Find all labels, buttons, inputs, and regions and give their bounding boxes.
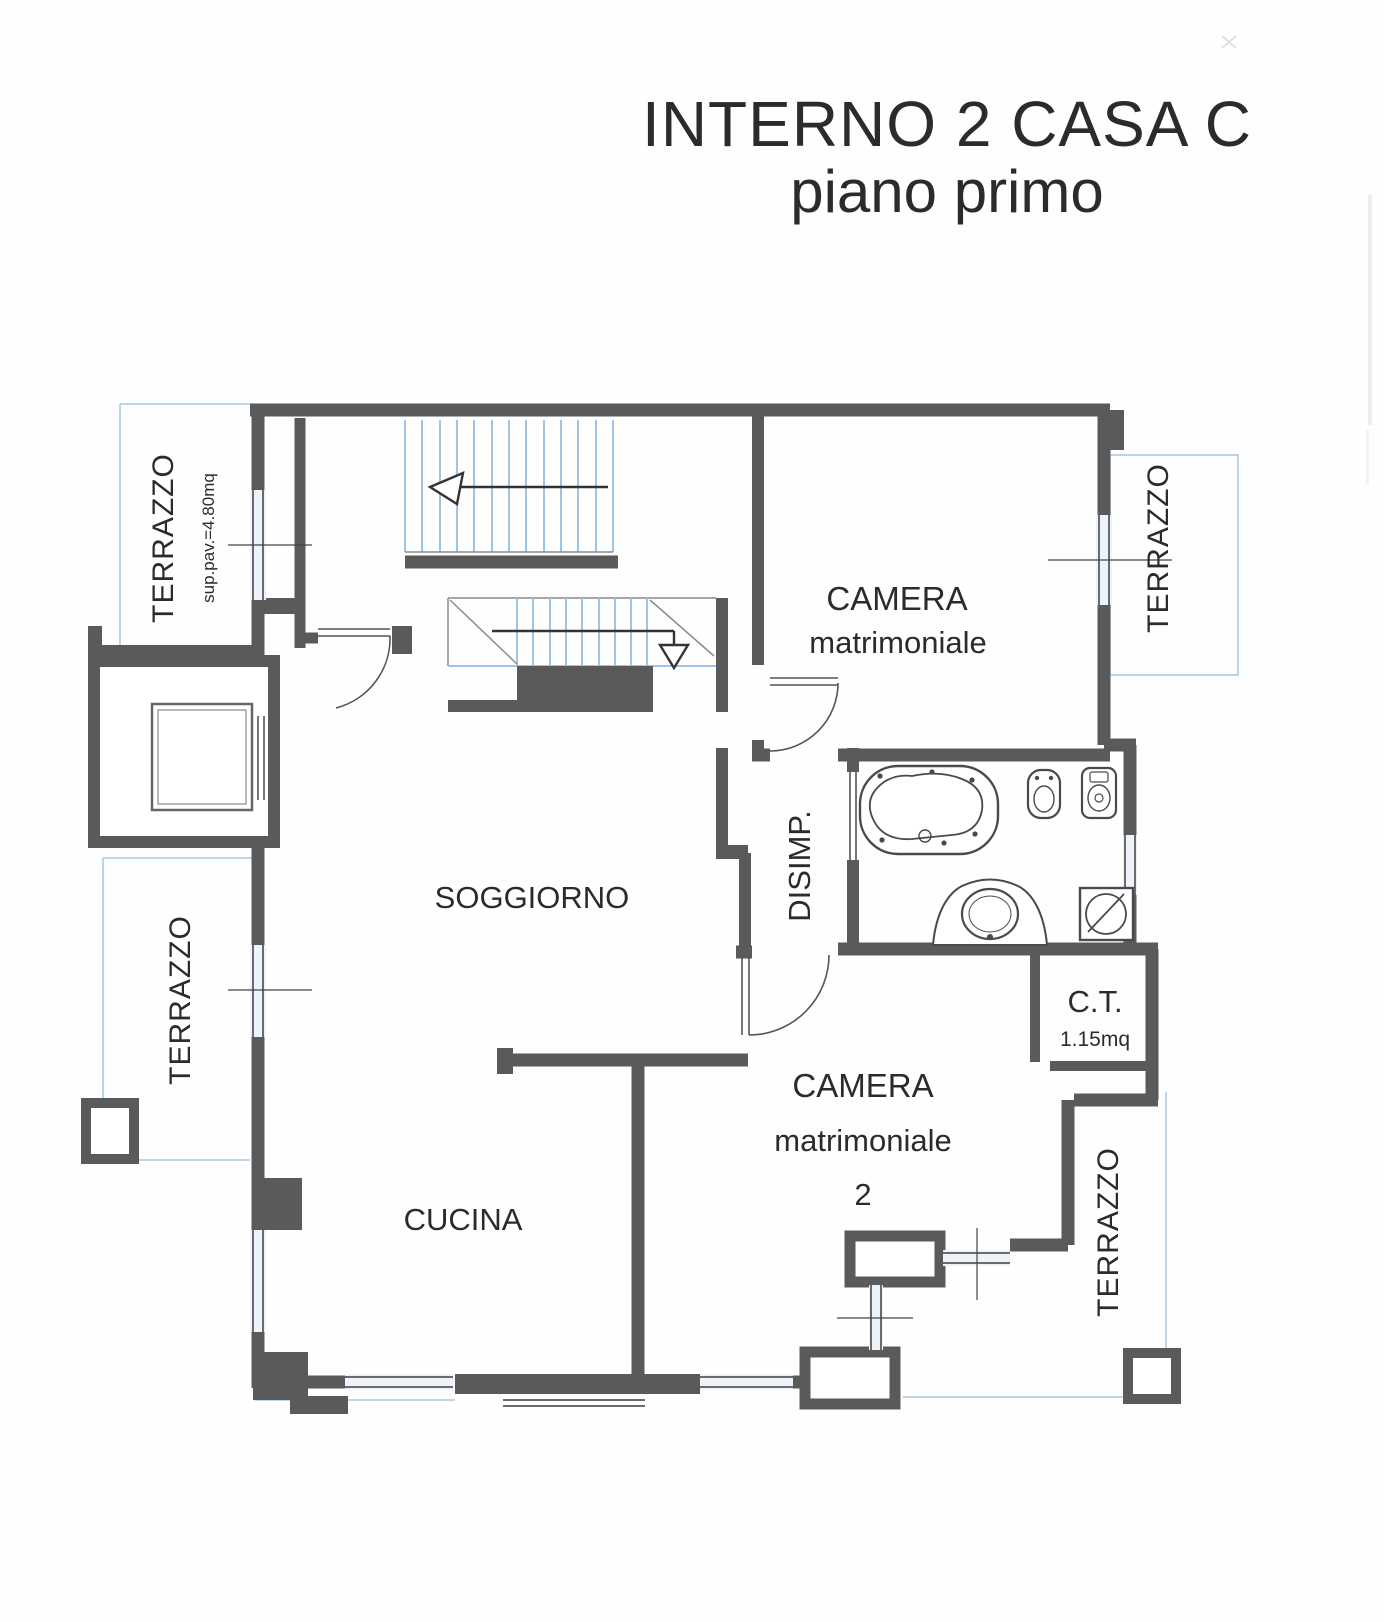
elevator-cabin-outer: [150, 702, 254, 812]
room-labels: SOGGIORNO CUCINA CAMERA matrimoniale CAM…: [147, 453, 1175, 1317]
window-terrace-top-left: [228, 490, 312, 600]
shower: [1078, 886, 1135, 942]
terrace-label-top-left-area: sup.pav.=4.80mq: [199, 473, 218, 603]
plan-subtitle: piano primo: [790, 158, 1104, 225]
toilet: [1080, 766, 1118, 820]
stair-arrowhead-down: [657, 643, 691, 671]
walls: [88, 403, 1159, 1414]
doors: [318, 628, 857, 1036]
window-bath-east: [1123, 835, 1137, 895]
stair-flight-lower: [447, 597, 716, 712]
window-camera2-south-a: [700, 1374, 793, 1390]
stair-arrowhead-left: [427, 471, 465, 506]
window-cucina-south-a: [345, 1374, 453, 1390]
windows: [228, 490, 1172, 1407]
door-camera2: [741, 954, 830, 1036]
terrace-pillar-left: [81, 1098, 139, 1164]
terrace-top-left-outline: [119, 403, 253, 649]
bidet: [1026, 768, 1062, 820]
wall-east-lower: [838, 942, 1159, 1252]
stairs: [404, 420, 716, 712]
wall-disimp-jog: [716, 845, 748, 859]
window-soggiorno-west: [228, 945, 312, 1037]
wall-camera2-sw-block: [799, 1346, 901, 1410]
wall-step-ne: [1098, 410, 1124, 450]
room-label-camera2-line2: matrimoniale: [774, 1123, 951, 1158]
stair-flight-upper: [404, 420, 618, 569]
title-block: INTERNO 2 CASA C piano primo: [642, 88, 1252, 225]
room-label-camera1-line1: CAMERA: [826, 580, 967, 617]
elevator-cabin-inner: [157, 709, 247, 805]
terrace-label-left: TERRAZZO: [164, 915, 197, 1085]
elevator-shaft: [88, 655, 280, 848]
wall-stub-entry-door: [392, 626, 412, 654]
window-cucina-south-b: [503, 1399, 645, 1407]
wall-ct-room: [1030, 952, 1152, 1071]
wall-south-block: [455, 1374, 700, 1394]
window-camera2-south-b: [943, 1228, 1010, 1300]
door-bathroom: [849, 772, 857, 860]
wall-corner-sw: [253, 1352, 308, 1400]
plan-title: INTERNO 2 CASA C: [642, 88, 1252, 160]
room-label-camera2-line3: 2: [854, 1177, 871, 1212]
room-label-ct-area: 1.15mq: [1060, 1028, 1130, 1051]
wall-disimp-west: [716, 598, 751, 958]
terrace-pillar-bottom-right: [1123, 1348, 1181, 1404]
terrace-label-right: TERRAZZO: [1142, 463, 1175, 633]
window-cucina-west: [250, 1230, 266, 1332]
room-label-soggiorno: SOGGIORNO: [435, 880, 630, 915]
room-label-ct: C.T.: [1067, 984, 1122, 1019]
scan-artifacts: [1221, 35, 1372, 485]
wall-cavity-closure: [256, 598, 304, 614]
elevator-door: [257, 716, 265, 800]
room-label-cucina: CUCINA: [404, 1202, 523, 1237]
elevator: [88, 655, 280, 848]
wall-t-step: [497, 1048, 513, 1074]
bathtub: [858, 764, 1000, 856]
stair-mid-wall: [517, 666, 653, 702]
window-camera1-terrace: [1048, 515, 1172, 605]
wall-corner-sw-stub: [290, 1396, 348, 1414]
wall-terrace-tl-stub: [88, 626, 102, 659]
room-label-camera2-line1: CAMERA: [792, 1067, 933, 1104]
terrace-label-top-left: TERRAZZO: [147, 453, 180, 623]
sink: [931, 878, 1049, 946]
wall-east-upper: [1097, 410, 1137, 955]
wall-corner-west: [253, 1178, 302, 1230]
door-camera1: [769, 677, 839, 752]
room-label-camera1-line2: matrimoniale: [809, 625, 986, 660]
room-label-disimpegno: DISIMP.: [782, 810, 817, 921]
window-camera2-sw: [837, 1285, 913, 1350]
terrace-label-bottom-right: TERRAZZO: [1092, 1147, 1125, 1317]
bathroom-fixtures: [858, 764, 1135, 946]
door-entry-soggiorno: [318, 628, 391, 709]
wall-camera2-south-block: [844, 1230, 946, 1288]
